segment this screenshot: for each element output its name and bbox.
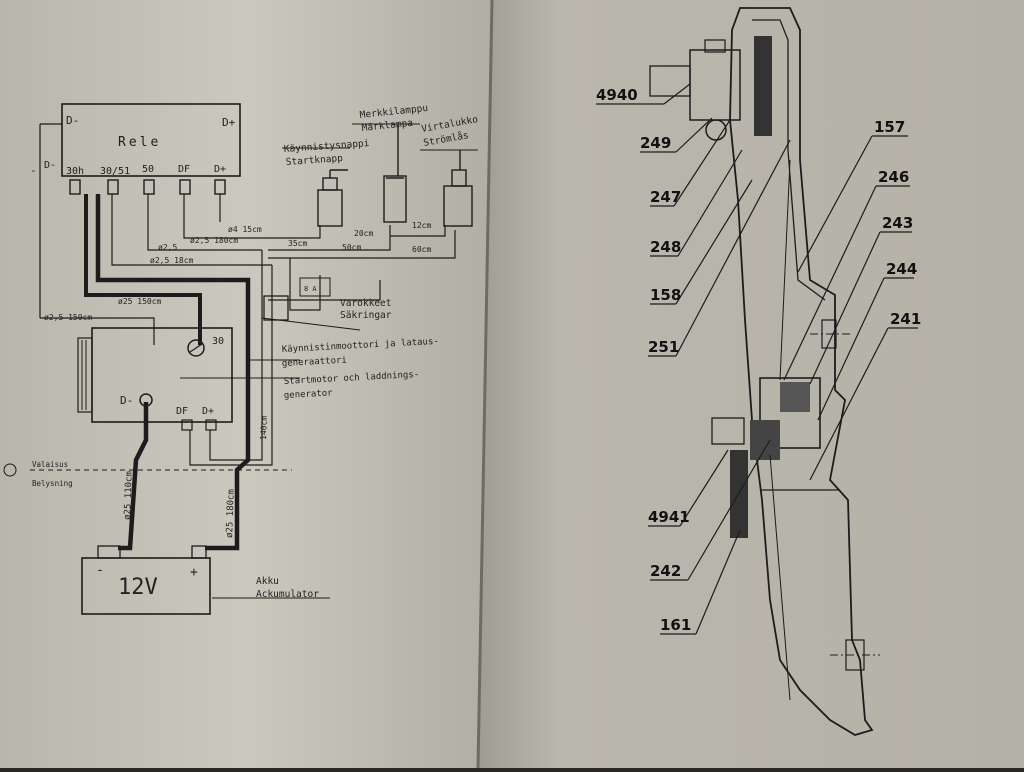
part-number: 4940 xyxy=(596,86,638,104)
starter-generator-sv-2: generator xyxy=(284,388,334,401)
part-number: 243 xyxy=(882,214,913,232)
right-page xyxy=(478,0,1024,768)
part-leaders xyxy=(596,83,918,635)
part-number: 161 xyxy=(660,616,691,634)
wire-label: ø4 15cm xyxy=(228,225,262,234)
generator-terminal-dplus: D+ xyxy=(202,406,214,417)
battery-plus: + xyxy=(190,565,198,580)
generator-pulley xyxy=(77,337,93,413)
book-gutter xyxy=(476,0,494,769)
part-number: 248 xyxy=(650,238,681,256)
wire-label: 50cm xyxy=(342,243,361,252)
wire-label: 35cm xyxy=(288,239,307,248)
wire-label: ø25 110cm xyxy=(123,471,135,520)
battery-fi: Akku xyxy=(256,576,279,587)
frame-label-sv: Belysning xyxy=(32,479,73,488)
relay-plus-label: D+ xyxy=(222,116,236,129)
wire-label: 140cm xyxy=(259,416,269,441)
terminal-50-label: 50 xyxy=(142,164,154,175)
generator-terminal-dminus: D- xyxy=(120,394,133,407)
terminal-30h-label: 30h xyxy=(66,166,84,177)
wire-label: ø2,5 180cm xyxy=(190,236,238,245)
terminal-dplus-label: D+ xyxy=(214,164,226,175)
wiring-diagram xyxy=(3,103,478,615)
relay-side-minus: - xyxy=(30,164,37,177)
part-number: 244 xyxy=(886,260,917,278)
chain-sprocket-top xyxy=(754,36,772,136)
wire-label: ø2,5 150cm xyxy=(44,313,92,322)
wire-label: 20cm xyxy=(354,229,373,238)
wire-label: ø25 150cm xyxy=(118,297,162,306)
wire-label: ø2,5 xyxy=(158,243,177,252)
part-number: 251 xyxy=(648,338,679,356)
warning-lamp-symbol xyxy=(383,125,407,223)
relay-box xyxy=(61,103,241,177)
fuse-rating-box xyxy=(299,277,331,297)
warning-lamp-sv: Märklampa xyxy=(361,118,413,134)
clutch-hub xyxy=(759,377,821,449)
terminal-3051-label: 30/51 xyxy=(100,166,130,177)
fuses-fi: Varokkeet xyxy=(340,298,391,309)
terminal-dminus-symbol xyxy=(139,393,153,407)
mechanical-section xyxy=(596,7,918,736)
starter-button-symbol xyxy=(317,169,348,227)
generator-terminal-df: DF xyxy=(176,406,188,417)
ignition-switch-symbol xyxy=(443,150,473,227)
battery-voltage: 12V xyxy=(118,575,158,600)
part-number: 241 xyxy=(890,310,921,328)
terminal-df-label: DF xyxy=(178,164,190,175)
relay-title: Rele xyxy=(118,135,161,150)
housing-outline xyxy=(729,7,874,736)
part-number: 4941 xyxy=(648,508,690,526)
part-number: 246 xyxy=(878,168,909,186)
fuses-sv: Säkringar xyxy=(340,310,392,321)
battery-sv: Ackumulator xyxy=(256,589,319,600)
part-number: 242 xyxy=(650,562,681,580)
wire-label: ø2,5 18cm xyxy=(150,256,194,265)
relay-minus-label: D- xyxy=(66,114,79,127)
part-number: 247 xyxy=(650,188,681,206)
relay-side-dminus: D- xyxy=(44,160,56,171)
part-number-labels: 4940 249 247 248 158 251 157 246 243 244… xyxy=(596,86,921,634)
generator-terminal-30: 30 xyxy=(212,336,224,347)
frame-label-fi: Valaisus xyxy=(32,460,68,469)
part-number: 249 xyxy=(640,134,671,152)
fuse-box xyxy=(263,295,289,321)
part-number: 158 xyxy=(650,286,681,304)
wire-label: 60cm xyxy=(412,245,431,254)
battery-minus: - xyxy=(96,563,104,578)
cable-30h-generator xyxy=(84,194,202,345)
starter-button-sv: Startknapp xyxy=(285,153,343,168)
battery-box xyxy=(81,557,211,615)
starter-generator-fi-2: generaattori xyxy=(282,356,347,369)
cable-generator-battery-minus xyxy=(118,402,149,551)
terminal-30-symbol xyxy=(187,339,205,357)
wire-label: ø25 180cm xyxy=(225,489,237,538)
fuse-rating: 8 A xyxy=(304,285,317,293)
part-number: 157 xyxy=(874,118,905,136)
wire-label: 12cm xyxy=(412,221,431,230)
